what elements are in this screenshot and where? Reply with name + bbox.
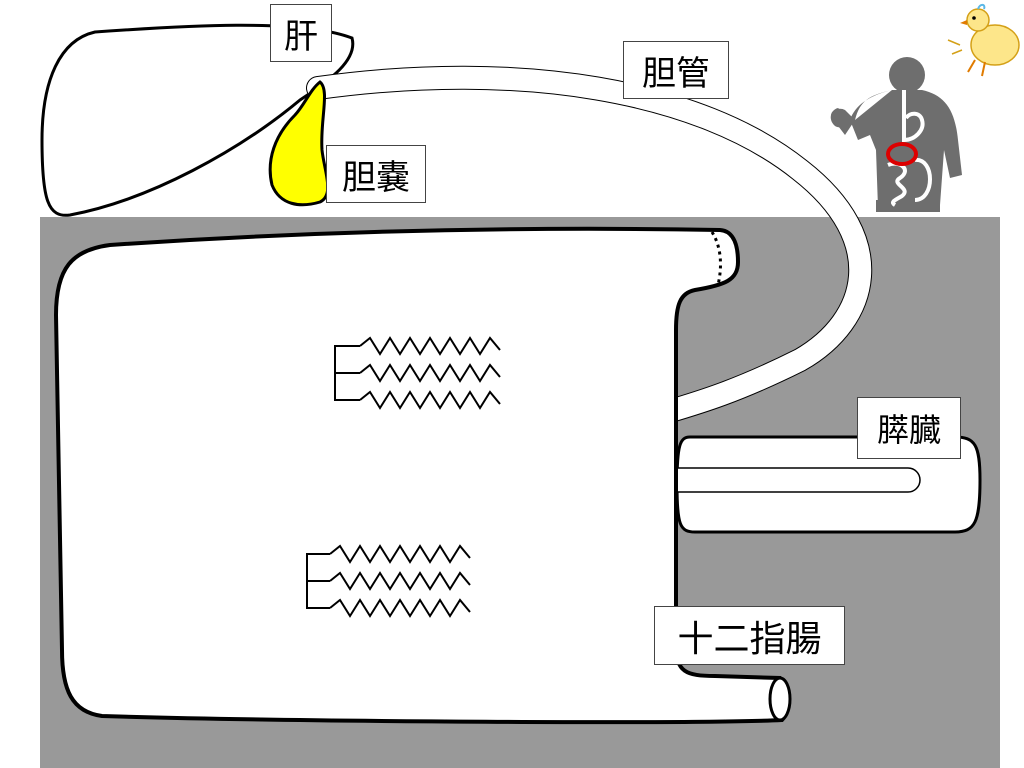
label-pancreas: 膵臓 bbox=[857, 397, 961, 459]
human-body-icon bbox=[830, 57, 962, 212]
chick-icon bbox=[947, 3, 1020, 77]
label-gallbladder: 胆嚢 bbox=[326, 145, 426, 203]
duodenum bbox=[53, 226, 790, 725]
label-bile-duct: 胆管 bbox=[623, 41, 729, 99]
villi-group-upper bbox=[334, 336, 501, 410]
highlight-ring bbox=[886, 142, 918, 166]
duodenum-lower-opening bbox=[768, 676, 792, 722]
villi-group-lower bbox=[306, 544, 471, 618]
duodenum-dotted-valve bbox=[710, 231, 722, 286]
pancreatic-duct bbox=[653, 467, 921, 493]
gallbladder bbox=[268, 80, 330, 207]
label-liver: 肝 bbox=[270, 4, 332, 62]
bile-duct-inner bbox=[307, 66, 872, 426]
label-duodenum: 十二指腸 bbox=[654, 606, 845, 665]
